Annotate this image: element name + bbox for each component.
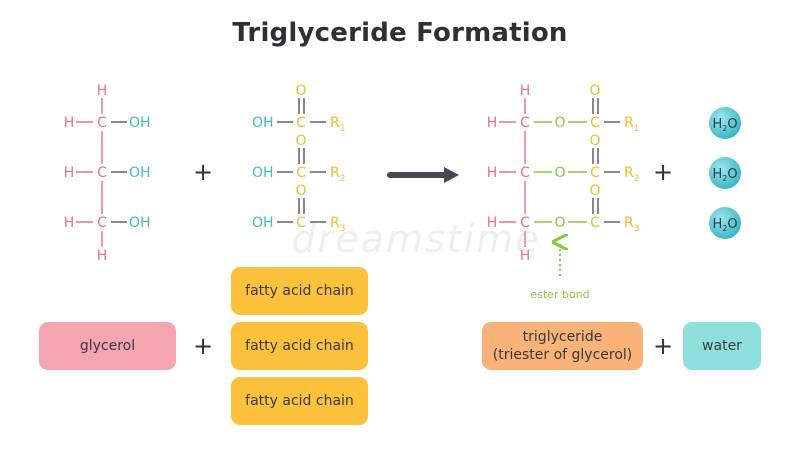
tri-carbonyl-o-2: O (589, 133, 600, 149)
fatty-acid-chain-box-2: fatty acid chain (231, 322, 368, 370)
glycerol-h-left-2: H (64, 165, 75, 181)
tri-ester-o-2: O (554, 165, 565, 181)
fatty-acid-chain-box-1: fatty acid chain (231, 267, 368, 315)
glycerol-h-left-3: H (64, 215, 75, 231)
acid2-c: C (296, 165, 306, 181)
ester-bond-label: ester bond (530, 288, 589, 301)
tri-h-top: H (520, 83, 531, 99)
page-title: Triglyceride Formation (232, 18, 568, 48)
fatty-acid-chain-label-3: fatty acid chain (245, 393, 354, 409)
fatty-acid-chain-box-3: fatty acid chain (231, 377, 368, 425)
tri-c-1: C (520, 115, 530, 131)
fatty-acid-2: O OH C R2 (252, 133, 345, 184)
svg-text:H2O: H2O (712, 117, 737, 133)
acid1-oh: OH (252, 115, 274, 131)
acid3-c: C (296, 215, 306, 231)
glycerol-c-3: C (97, 215, 107, 231)
tri-r-1: R1 (624, 115, 639, 134)
fatty-acids-structure: O OH C R1 O OH C R2 O OH C R3 (252, 83, 345, 234)
glycerol-oh-2: OH (129, 165, 151, 181)
tri-c-2: C (520, 165, 530, 181)
triglyceride-sublabel: (triester of glycerol) (492, 347, 633, 363)
svg-text:H2O: H2O (712, 167, 737, 183)
fatty-acid-chain-label-2: fatty acid chain (245, 338, 354, 354)
glycerol-c-2: C (97, 165, 107, 181)
svg-text:H2O: H2O (712, 217, 737, 233)
triglyceride-label-box: triglyceride (triester of glycerol) (482, 322, 643, 370)
ester-bond-indicator: ester bond (530, 242, 590, 301)
water-molecule-1: H2O (709, 107, 741, 139)
plus-sign-top-1: + (193, 158, 213, 186)
watermark: dreamstime (291, 217, 541, 261)
tri-carbonyl-c-3: C (590, 215, 600, 231)
water-molecule-2: H2O (709, 157, 741, 189)
tri-ester-o-3: O (554, 215, 565, 231)
acid2-oh: OH (252, 165, 274, 181)
water-label: water (702, 338, 742, 354)
acid1-o-double: O (295, 83, 306, 99)
tri-h-bottom: H (520, 248, 531, 264)
plus-sign-bottom-2: + (652, 332, 674, 360)
triglyceride-structure: H H C O O C R1 H C O O C R2 H C O O C R3… (487, 83, 640, 264)
tri-ester-o-1: O (554, 115, 565, 131)
tri-h-left-2: H (487, 165, 498, 181)
fatty-acid-1: O OH C R1 (252, 83, 345, 134)
reaction-arrow (387, 167, 459, 183)
acid3-oh: OH (252, 215, 274, 231)
acid2-r: R2 (330, 165, 345, 184)
acid3-o-double: O (295, 183, 306, 199)
glycerol-h-top: H (97, 83, 108, 99)
acid1-r: R1 (330, 115, 345, 134)
glycerol-structure: H H C OH H C OH H C OH H (64, 83, 151, 264)
acid1-c: C (296, 115, 306, 131)
glycerol-oh-3: OH (129, 215, 151, 231)
acid2-o-double: O (295, 133, 306, 149)
fatty-acid-chain-label-1: fatty acid chain (245, 283, 354, 299)
glycerol-h-bottom: H (97, 248, 108, 264)
tri-h-left-1: H (487, 115, 498, 131)
tri-c-3: C (520, 215, 530, 231)
glycerol-label-box: glycerol (39, 322, 176, 370)
water-molecule-3: H2O (709, 207, 741, 239)
triglyceride-label: triglyceride (522, 329, 603, 345)
glycerol-c-1: C (97, 115, 107, 131)
tri-r-2: R2 (624, 165, 639, 184)
plus-sign-bottom-1: + (192, 332, 214, 360)
tri-carbonyl-c-2: C (590, 165, 600, 181)
tri-carbonyl-c-1: C (590, 115, 600, 131)
glycerol-h-left-1: H (64, 115, 75, 131)
glycerol-label: glycerol (79, 338, 136, 354)
tri-h-left-3: H (487, 215, 498, 231)
acid3-r: R3 (330, 215, 345, 234)
glycerol-oh-1: OH (129, 115, 151, 131)
tri-r-3: R3 (624, 215, 639, 234)
water-label-box: water (683, 322, 761, 370)
plus-sign-top-2: + (653, 158, 673, 186)
tri-carbonyl-o-1: O (589, 83, 600, 99)
fatty-acid-3: O OH C R3 (252, 183, 345, 234)
tri-carbonyl-o-3: O (589, 183, 600, 199)
